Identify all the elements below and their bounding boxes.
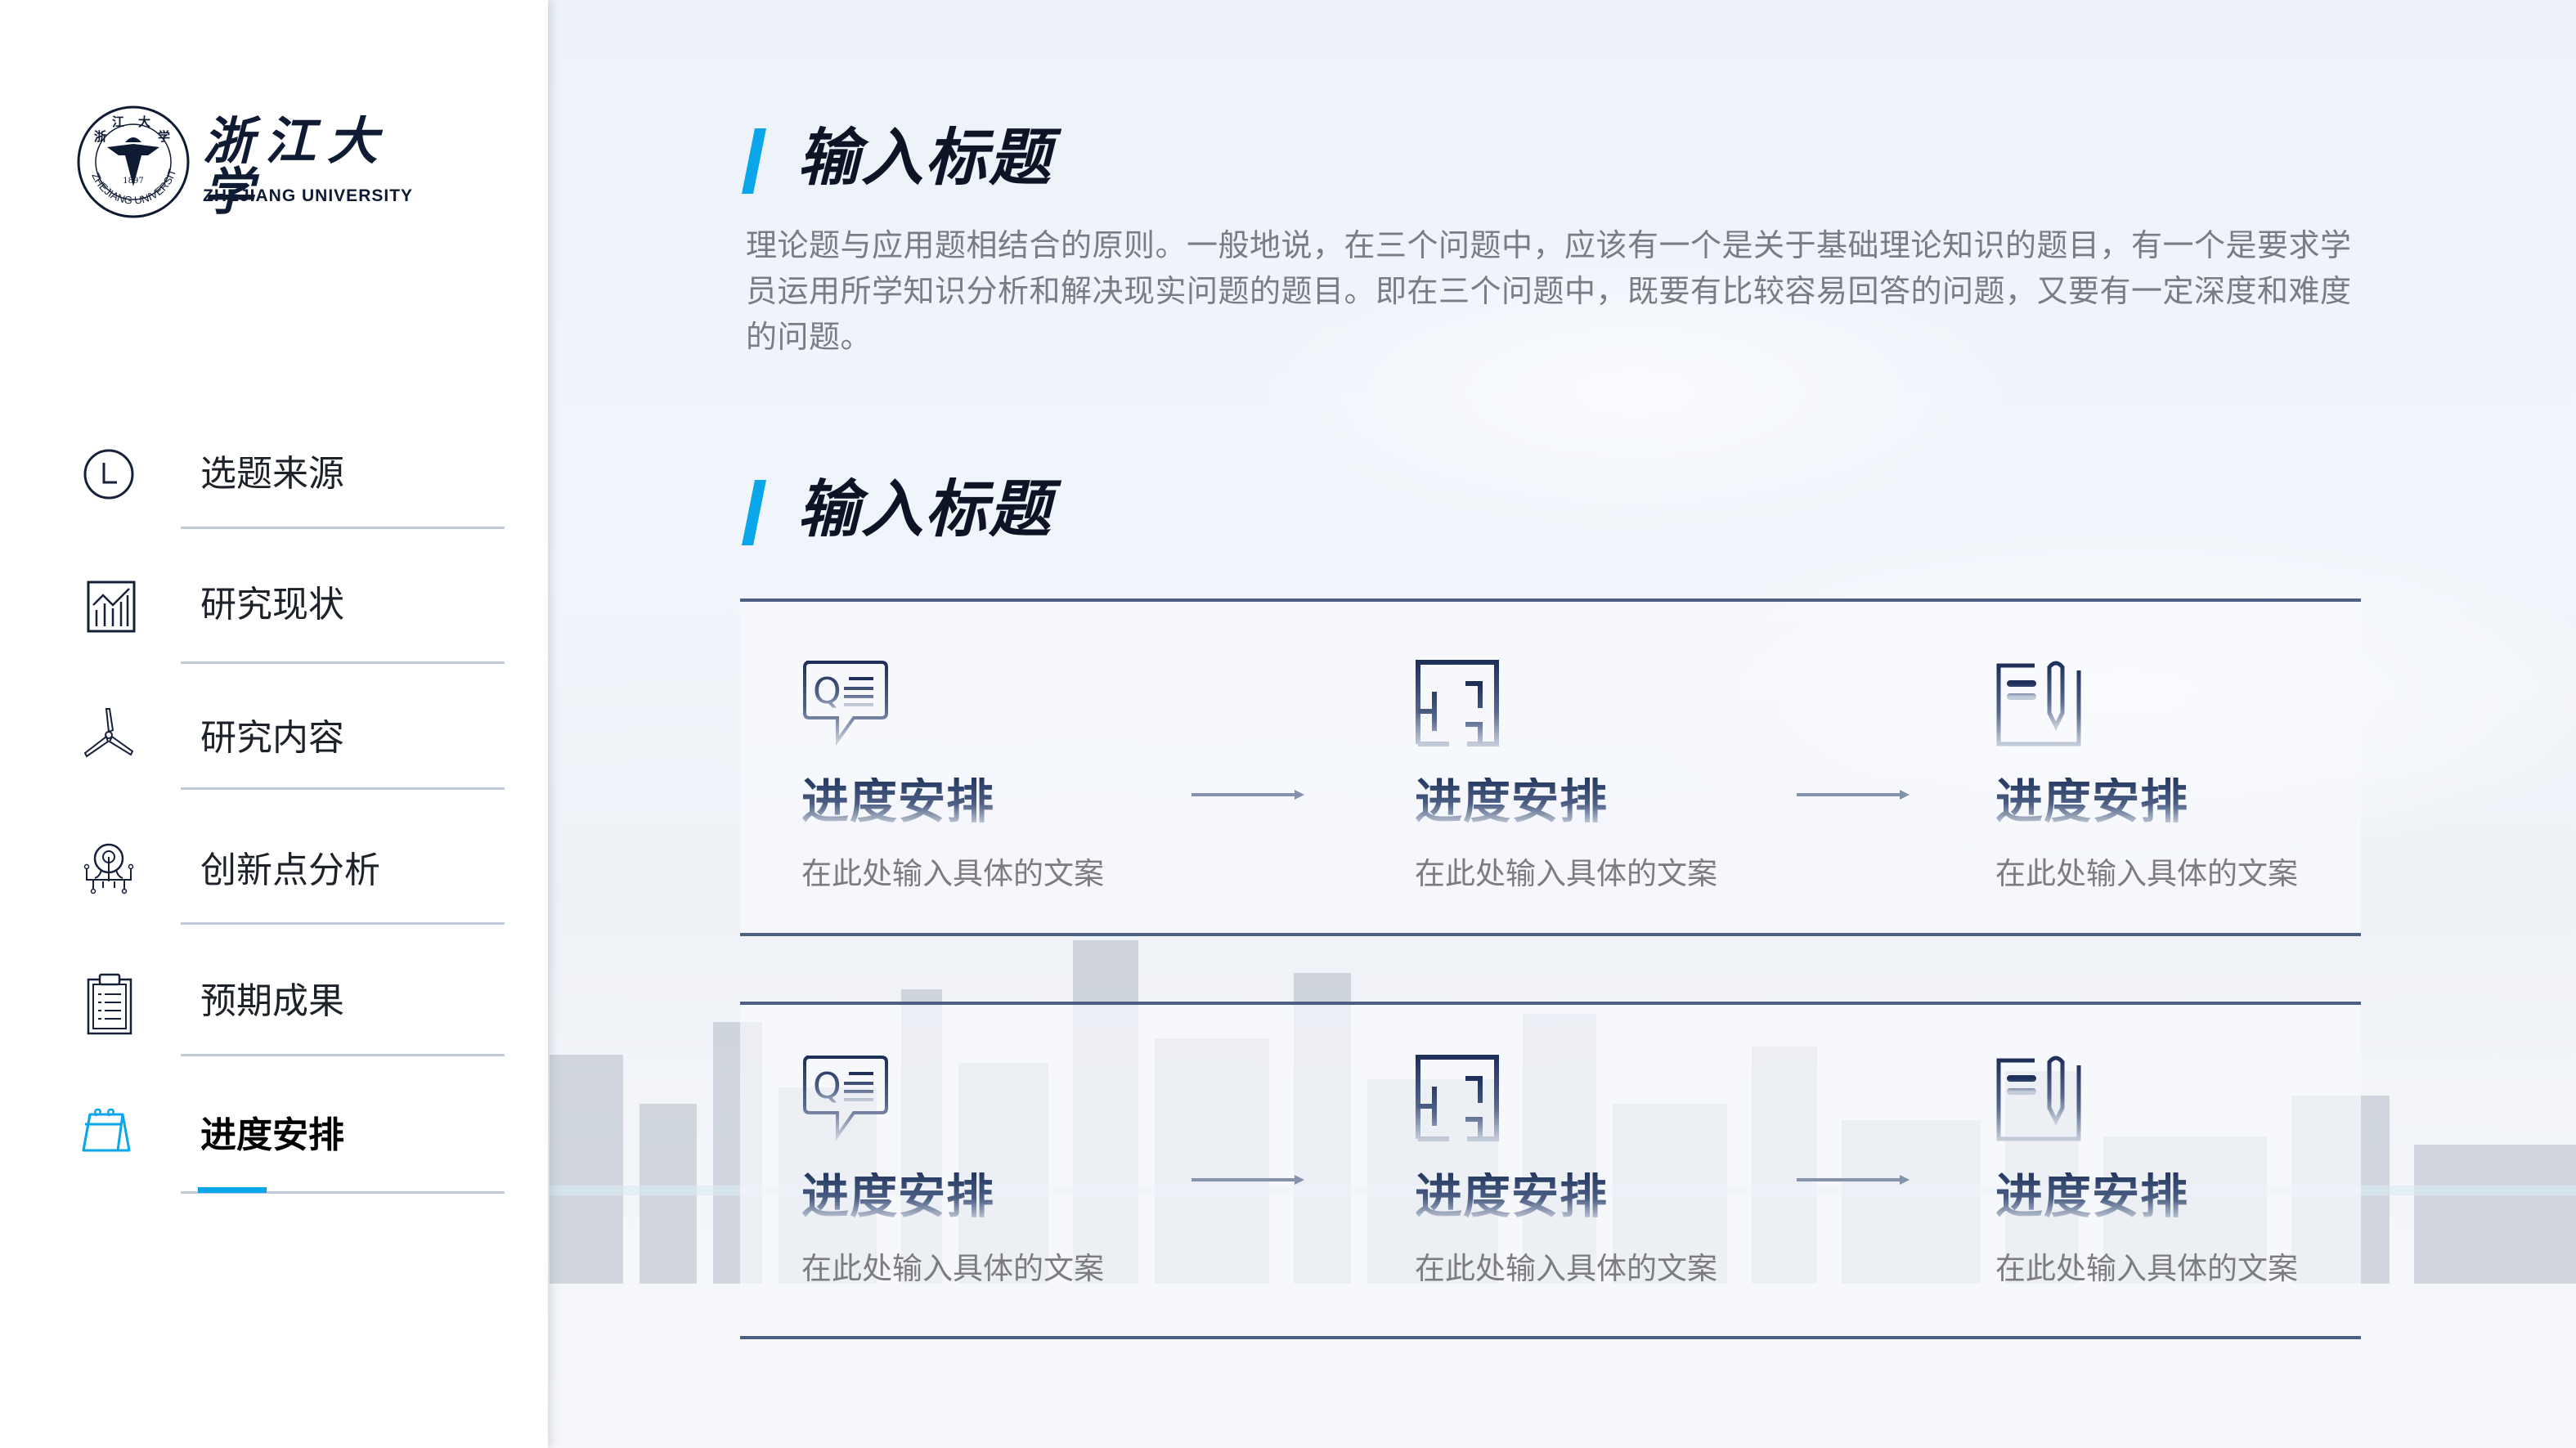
step-desc: 在此处输入具体的文案 [1415,856,1717,891]
sidebar-item-expected-results[interactable]: 预期成果 [0,948,548,1079]
svg-text:Q: Q [813,670,841,712]
document-pen-icon [1996,1056,2081,1141]
title-accent-slash [742,128,766,194]
svg-text:浙: 浙 [94,129,106,144]
floorplan-icon [1416,1055,1499,1141]
step-title: 进度安排 [1415,773,1609,829]
logo-name-cn: 浙江大学 [203,111,390,222]
step-desc: 在此处输入具体的文案 [1995,856,2298,891]
calendar-icon [82,1108,131,1152]
section-title: 输入标题 [797,473,1052,545]
svg-text:1897: 1897 [123,177,143,186]
qa-chat-icon: Q [803,1056,888,1141]
floorplan-icon [1416,660,1499,746]
sidebar-item-research-content[interactable]: 研究内容 [0,683,548,814]
qa-chat-icon: Q [803,661,888,746]
svg-text:学: 学 [158,129,170,144]
step-desc: 在此处输入具体的文案 [801,1251,1104,1286]
clipboard-icon [87,973,132,1035]
section-paragraph: 理论题与应用题相结合的原则。一般地说，在三个问题中，应该有一个是关于基础理论知识… [746,227,2352,355]
sidebar: 1897 浙 江 大 学 ZHEJIANG UNIVERSITY 浙江大学 ZH… [0,0,548,1448]
step-title: 进度安排 [801,1168,995,1224]
divider [181,1191,505,1194]
sidebar-item-label: 进度安排 [200,1114,344,1156]
divider [181,1054,505,1056]
divider [181,661,505,664]
sidebar-item-topic-source[interactable]: 选题来源 [0,417,548,548]
windmill-icon [83,708,134,758]
step-title: 进度安排 [1415,1168,1609,1224]
sidebar-item-label: 选题来源 [200,453,344,495]
step-desc: 在此处输入具体的文案 [1415,1251,1717,1286]
arrow-right-icon [1192,790,1304,800]
sidebar-item-label: 研究现状 [200,584,344,625]
step-desc: 在此处输入具体的文案 [1995,1251,2298,1286]
step-desc: 在此处输入具体的文案 [801,856,1104,891]
clock-icon [83,449,134,500]
sidebar-item-research-status[interactable]: 研究现状 [0,548,548,679]
section-title: 输入标题 [797,121,1052,194]
chart-icon [87,581,136,633]
svg-text:Q: Q [813,1065,841,1107]
step-title: 进度安排 [1995,1168,2189,1224]
active-indicator [198,1187,267,1193]
schedule-row: Q 进度安排 在此处输入具体的文案 进度安排 在此处输入具体的文案 进度安排 在… [740,598,2361,936]
step-title: 进度安排 [1995,773,2189,829]
university-logo[interactable]: 1897 浙 江 大 学 ZHEJIANG UNIVERSITY 浙江大学 ZH… [76,105,436,221]
step-title: 进度安排 [801,773,995,829]
schedule-row: Q 进度安排 在此处输入具体的文案 进度安排 在此处输入具体的文案 进度安排 在… [740,1002,2361,1339]
sidebar-item-label: 创新点分析 [200,850,380,891]
svg-text:江: 江 [112,114,124,129]
divider [181,922,505,925]
logo-name-en: ZHEJIANG UNIVERSITY [203,186,414,205]
sidebar-item-schedule[interactable]: 进度安排 [0,1083,548,1214]
document-pen-icon [1996,661,2081,746]
university-seal-icon: 1897 浙 江 大 学 ZHEJIANG UNIVERSITY [76,105,190,218]
sidebar-item-label: 预期成果 [200,980,344,1022]
sidebar-item-innovation-analysis[interactable]: 创新点分析 [0,814,548,944]
arrow-right-icon [1192,1175,1304,1185]
arrow-right-icon [1797,1175,1910,1185]
sidebar-item-label: 研究内容 [200,717,344,759]
arrow-right-icon [1797,790,1910,800]
svg-text:大: 大 [138,114,150,129]
innovation-bulb-icon [83,843,134,894]
divider [181,527,505,529]
divider [181,787,505,790]
title-accent-slash [742,480,766,545]
